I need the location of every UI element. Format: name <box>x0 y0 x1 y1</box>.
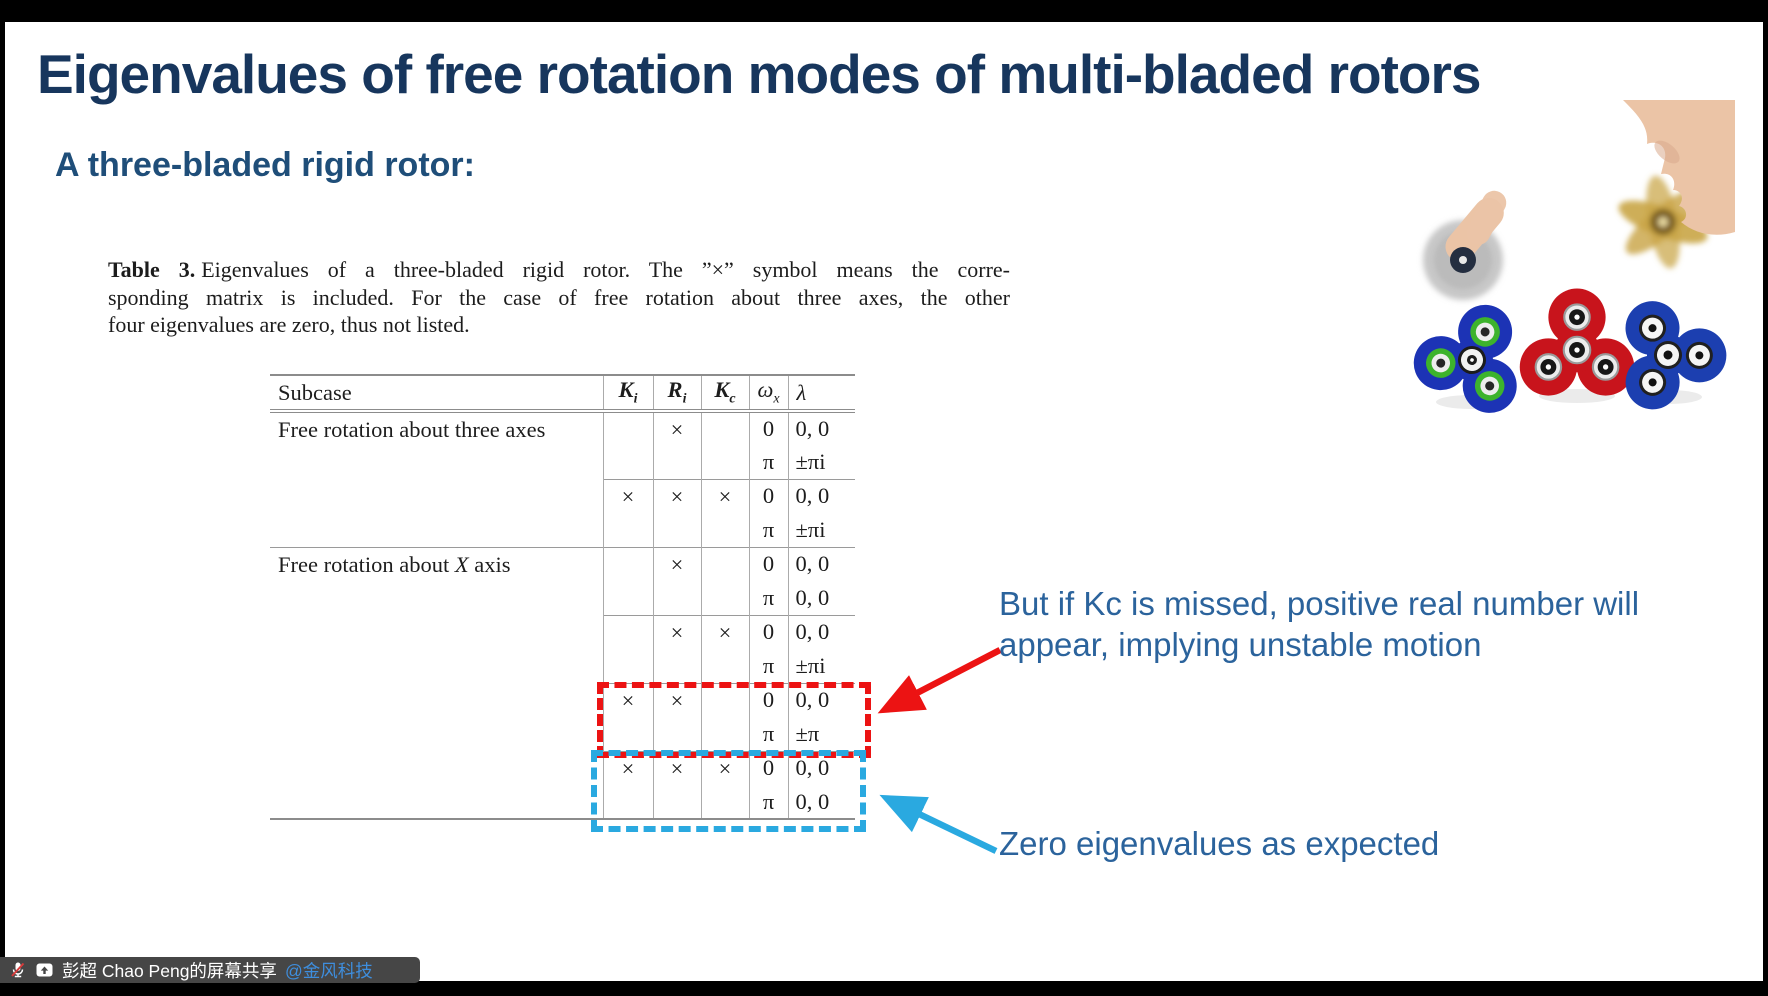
unstable-note-line-1: But if Kc is missed, positive real numbe… <box>999 585 1640 622</box>
caption-line-2: sponding matrix is included. For the cas… <box>108 284 1010 310</box>
Ki-mark-cell <box>602 546 653 615</box>
slide-subtitle: A three-bladed rigid rotor: <box>55 146 475 184</box>
subcase-text: Free rotation about <box>278 551 455 577</box>
omega-x-cell: π <box>748 785 788 819</box>
lambda-cell: ±π <box>787 717 855 751</box>
unstable-note-line-2: appear, implying unstable motion <box>999 626 1482 663</box>
caption-line-1: Table 3.Eigenvalues of a three-bladed ri… <box>108 256 1010 284</box>
table-row: π±πi <box>270 649 855 683</box>
column-header-Ki: Ki <box>602 375 653 413</box>
microphone-muted-icon <box>11 962 25 978</box>
Ki-mark-cell <box>602 411 653 479</box>
Ri-mark-cell: × <box>652 750 701 819</box>
lambda-cell: ±πi <box>787 513 855 547</box>
omega-x-cell: 0 <box>748 411 788 445</box>
spinner-red <box>1519 288 1635 396</box>
subcase-text: axis <box>468 551 511 577</box>
omega-x-cell: 0 <box>748 478 788 513</box>
column-header-omega-x: ωx <box>748 375 788 413</box>
subcase-cell <box>270 615 603 683</box>
omega-x-cell: π <box>748 513 788 547</box>
Ri-mark-cell: × <box>652 682 701 751</box>
omega-x-cell: 0 <box>748 546 788 581</box>
hand-pressing-photo <box>1423 190 1507 300</box>
hand-shape <box>1623 100 1735 235</box>
eigenvalue-table: Subcase Ki Ri Kc ωx λ Free rotation abou… <box>270 374 855 820</box>
Kc-mark-cell <box>700 411 749 479</box>
Kc-mark-cell <box>700 546 749 615</box>
subcase-math: X <box>454 551 469 577</box>
omega-x-cell: 0 <box>748 682 788 717</box>
zero-eigenvalues-note: Zero eigenvalues as expected <box>999 825 1440 862</box>
subcase-cell <box>270 683 603 751</box>
Ri-mark-cell: × <box>652 478 701 547</box>
table-row: π±πi <box>270 445 855 479</box>
screen-share-toolbar: 彭超 Chao Peng的屏幕共享 @金风科技 <box>0 957 420 983</box>
screen-share-icon <box>36 963 53 977</box>
Kc-mark-cell: × <box>700 478 749 547</box>
omega-x-cell: π <box>748 445 788 479</box>
lambda-cell: 0, 0 <box>787 581 855 615</box>
subcase-cell <box>270 479 603 547</box>
omega-x-cell: π <box>748 649 788 683</box>
mention-link[interactable]: @金风科技 <box>284 960 373 981</box>
unstable-note: But if Kc is missed, positive real numbe… <box>999 583 1639 665</box>
column-header-Kc: Kc <box>700 375 749 413</box>
red-highlight-box <box>597 682 871 758</box>
Kc-mark-cell <box>700 682 749 751</box>
spinner-blue-green <box>1413 304 1517 413</box>
Ri-mark-cell: × <box>652 546 701 615</box>
share-text: 彭超 Chao Peng的屏幕共享 <box>62 960 277 981</box>
hand-spinning-photo <box>1618 100 1735 269</box>
column-header-Ri: Ri <box>652 375 701 413</box>
column-header-subcase: Subcase <box>270 375 603 413</box>
slide-title: Eigenvalues of free rotation modes of mu… <box>37 43 1481 105</box>
Ki-mark-cell: × <box>602 478 653 547</box>
fidget-spinner-images <box>1413 100 1735 413</box>
table-row: π±πi <box>270 513 855 547</box>
subcase-cell: Free rotation about three axes <box>270 411 603 479</box>
Ki-mark-cell <box>602 614 653 683</box>
lambda-cell: 0, 0 <box>787 785 855 819</box>
caption-line-3: four eigenvalues are zero, thus not list… <box>108 312 470 337</box>
table-row: π±π <box>270 717 855 751</box>
column-header-lambda: λ <box>787 375 855 413</box>
caption-text-1: Eigenvalues of a three-bladed rigid roto… <box>201 257 1010 282</box>
lambda-cell: 0, 0 <box>787 682 855 717</box>
Ki-mark-cell: × <box>602 750 653 819</box>
Kc-mark-cell: × <box>700 614 749 683</box>
Ri-mark-cell: × <box>652 411 701 479</box>
Ri-mark-cell: × <box>652 614 701 683</box>
omega-x-cell: π <box>748 581 788 615</box>
lambda-cell: 0, 0 <box>787 478 855 513</box>
Kc-mark-cell: × <box>700 750 749 819</box>
subcase-cell: Free rotation about X axis <box>270 546 603 615</box>
spinner-blue <box>1625 301 1727 410</box>
blue-highlight-box <box>591 750 866 832</box>
lambda-cell: ±πi <box>787 445 855 479</box>
subcase-cell <box>270 751 603 819</box>
lambda-cell: 0, 0 <box>787 546 855 581</box>
subcase-text: Free rotation about three axes <box>278 417 546 442</box>
omega-x-cell: 0 <box>748 614 788 649</box>
caption-label: Table 3. <box>108 257 196 282</box>
omega-x-cell: π <box>748 717 788 751</box>
table-header-row: Subcase Ki Ri Kc ωx λ <box>270 375 855 413</box>
lambda-cell: ±πi <box>787 649 855 683</box>
table-caption: Table 3.Eigenvalues of a three-bladed ri… <box>108 256 1010 339</box>
lambda-cell: 0, 0 <box>787 614 855 649</box>
lambda-cell: 0, 0 <box>787 411 855 445</box>
